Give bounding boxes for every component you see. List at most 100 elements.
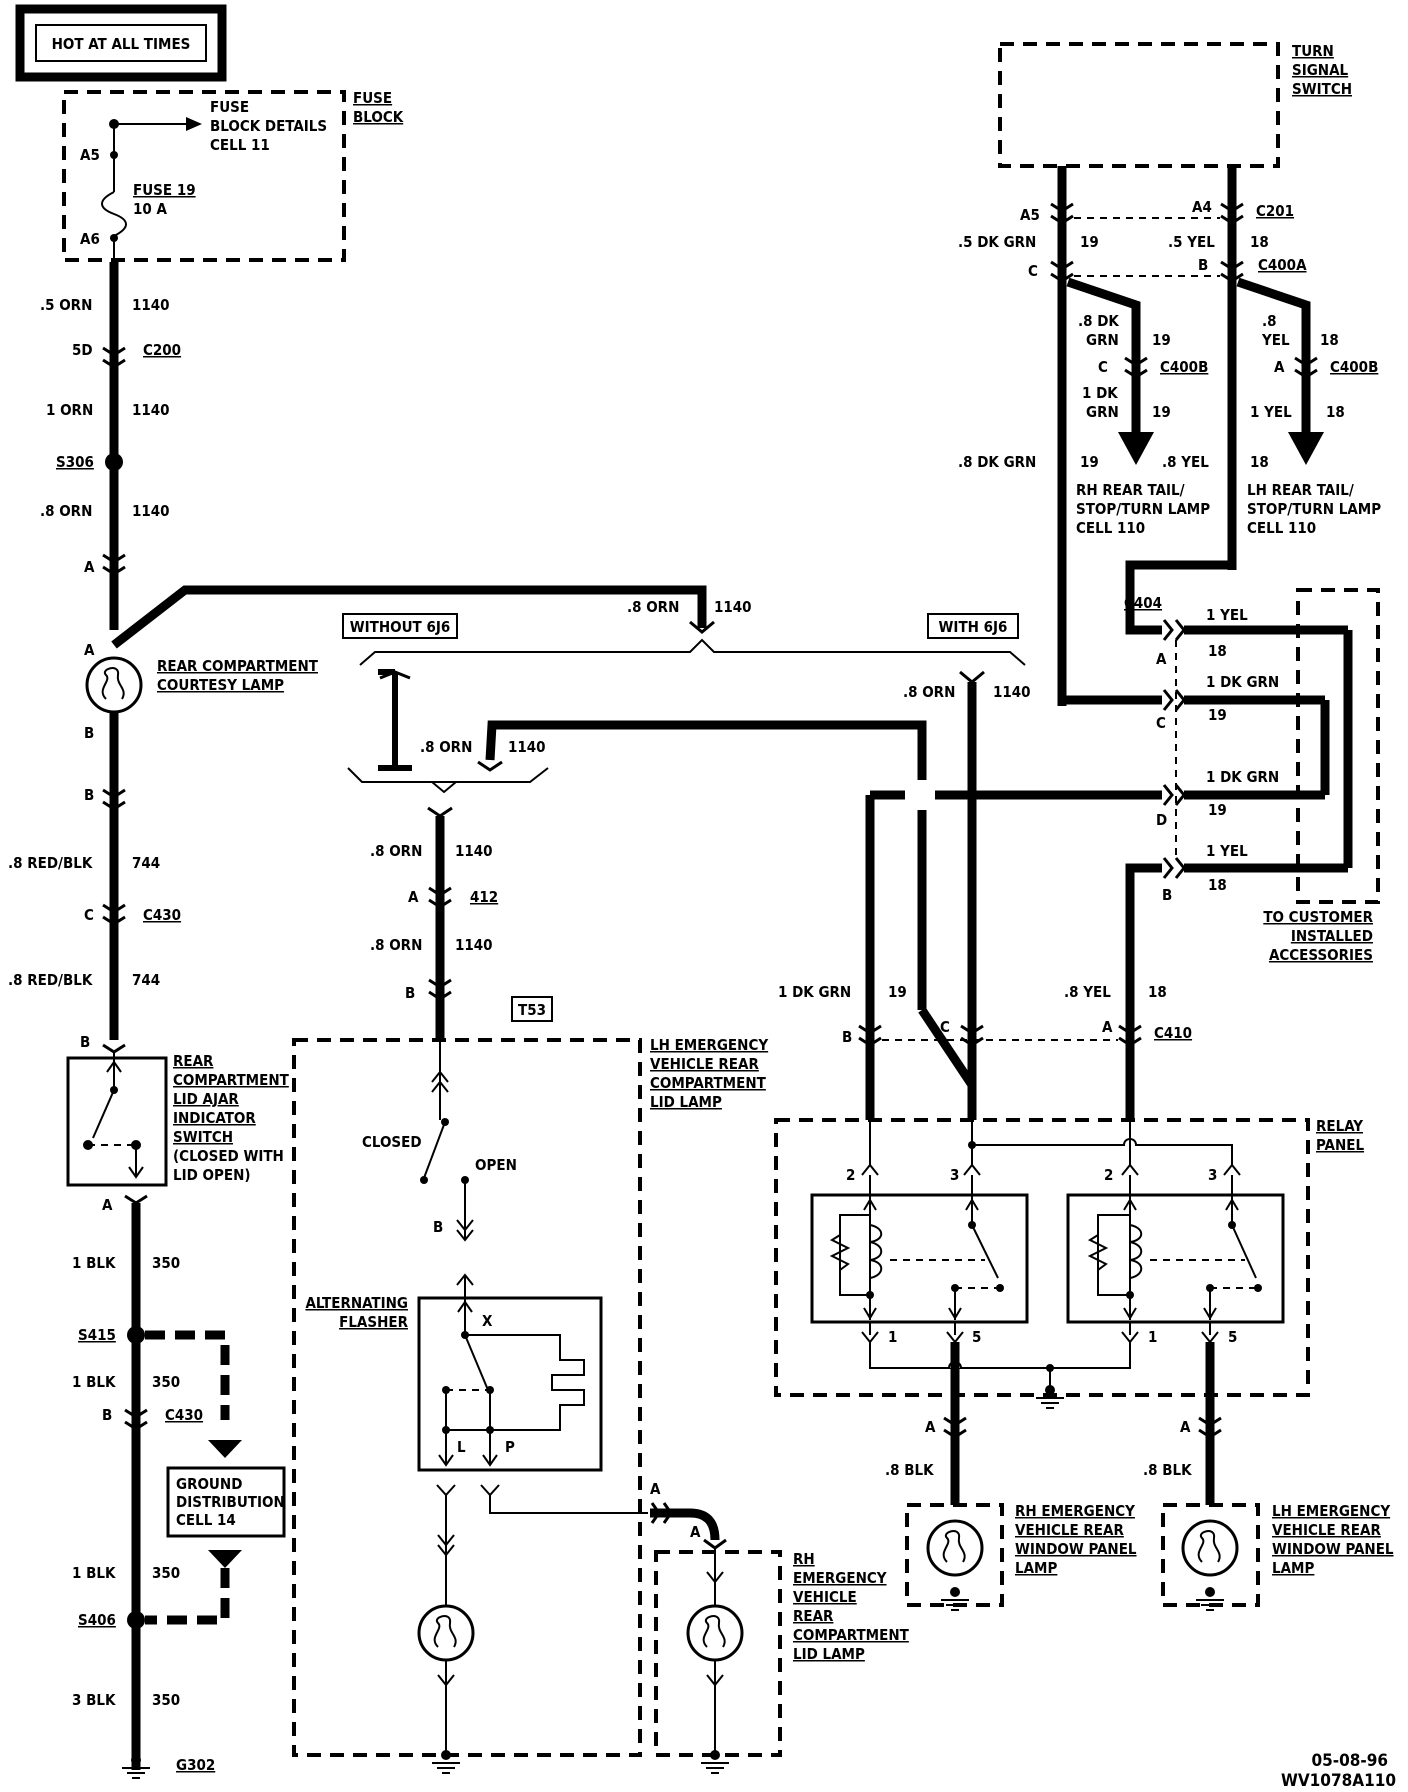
svg-text:C: C: [1098, 358, 1108, 376]
svg-text:1 BLK: 1 BLK: [72, 1373, 116, 1391]
svg-text:ACCESSORIES: ACCESSORIES: [1269, 946, 1373, 964]
svg-text:1 DK GRN: 1 DK GRN: [1206, 673, 1279, 691]
svg-text:X: X: [482, 1312, 493, 1330]
svg-text:350: 350: [152, 1254, 180, 1272]
svg-text:2: 2: [1104, 1166, 1113, 1184]
svg-text:C: C: [1156, 714, 1166, 732]
svg-text:5D: 5D: [72, 341, 93, 359]
svg-text:ALTERNATING: ALTERNATING: [305, 1294, 408, 1312]
svg-text:VEHICLE REAR: VEHICLE REAR: [1272, 1521, 1381, 1539]
svg-text:REAR: REAR: [173, 1052, 214, 1070]
svg-text:1 DK GRN: 1 DK GRN: [1206, 768, 1279, 786]
svg-text:OPEN: OPEN: [475, 1156, 517, 1174]
svg-text:19: 19: [1152, 403, 1171, 421]
svg-text:C400B: C400B: [1330, 358, 1378, 376]
svg-text:SWITCH: SWITCH: [173, 1128, 233, 1146]
svg-text:1 DK: 1 DK: [1082, 384, 1118, 402]
svg-text:1 ORN: 1 ORN: [46, 401, 93, 419]
svg-text:18: 18: [1208, 876, 1227, 894]
svg-text:INDICATOR: INDICATOR: [173, 1109, 256, 1127]
svg-text:A6: A6: [80, 230, 100, 248]
svg-text:WINDOW PANEL: WINDOW PANEL: [1015, 1540, 1137, 1558]
svg-text:19: 19: [1080, 453, 1099, 471]
svg-text:1140: 1140: [132, 401, 170, 419]
svg-text:5: 5: [972, 1328, 981, 1346]
svg-text:COURTESY LAMP: COURTESY LAMP: [157, 676, 284, 694]
fuse-icon: [101, 191, 127, 237]
svg-text:1140: 1140: [714, 598, 752, 616]
svg-text:C201: C201: [1256, 202, 1294, 220]
svg-text:EMERGENCY: EMERGENCY: [793, 1569, 887, 1587]
svg-text:S415: S415: [78, 1326, 116, 1344]
svg-text:INSTALLED: INSTALLED: [1291, 927, 1373, 945]
svg-text:FLASHER: FLASHER: [339, 1313, 408, 1331]
svg-text:350: 350: [152, 1691, 180, 1709]
svg-text:19: 19: [888, 983, 907, 1001]
left-circuit: .5 ORN 1140 5D C200 1 ORN 1140 S306 .8 O…: [8, 262, 707, 1779]
svg-text:SWITCH: SWITCH: [1292, 80, 1352, 98]
arrow-right-icon: [186, 117, 202, 131]
svg-text:350: 350: [152, 1373, 180, 1391]
svg-text:C400A: C400A: [1258, 256, 1307, 274]
svg-text:1140: 1140: [132, 502, 170, 520]
svg-text:.8 ORN: .8 ORN: [40, 502, 92, 520]
middle-circuit: .8 ORN 1140 WITHOUT 6J6 WITH 6J6 .8 ORN …: [292, 598, 1031, 1774]
svg-text:1: 1: [1148, 1328, 1157, 1346]
svg-text:18: 18: [1208, 642, 1227, 660]
svg-text:5: 5: [1228, 1328, 1237, 1346]
svg-text:A: A: [84, 641, 95, 659]
svg-text:C404: C404: [1124, 594, 1162, 612]
svg-text:19: 19: [1080, 233, 1099, 251]
svg-text:BLOCK DETAILS: BLOCK DETAILS: [210, 117, 327, 135]
svg-text:A5: A5: [1020, 206, 1040, 224]
arrow-down-icon: [1118, 432, 1154, 465]
window-panel-lamps: A .8 BLK RH EMERGENCY VEHICLE REAR WINDO…: [885, 1416, 1394, 1611]
svg-text:CELL 14: CELL 14: [176, 1511, 236, 1529]
svg-text:.8 YEL: .8 YEL: [1064, 983, 1111, 1001]
svg-text:A: A: [1156, 650, 1167, 668]
svg-text:WITH 6J6: WITH 6J6: [939, 618, 1008, 636]
svg-text:1140: 1140: [132, 296, 170, 314]
svg-text:C: C: [1028, 262, 1038, 280]
svg-text:FUSE 19: FUSE 19: [133, 181, 196, 199]
arrow-down-icon: [1288, 432, 1324, 465]
svg-text:1140: 1140: [455, 936, 493, 954]
svg-text:DISTRIBUTION: DISTRIBUTION: [176, 1493, 285, 1511]
svg-text:RH REAR TAIL/: RH REAR TAIL/: [1076, 481, 1185, 499]
svg-text:3 BLK: 3 BLK: [72, 1691, 116, 1709]
svg-text:C200: C200: [143, 341, 181, 359]
svg-text:1 YEL: 1 YEL: [1206, 606, 1248, 624]
svg-text:CELL 110: CELL 110: [1247, 519, 1316, 537]
svg-text:18: 18: [1326, 403, 1345, 421]
svg-text:GRN: GRN: [1086, 331, 1119, 349]
svg-text:A5: A5: [80, 146, 100, 164]
svg-text:B: B: [1198, 256, 1208, 274]
diagram-code: WV1078A110: [1281, 1771, 1396, 1791]
svg-text:.8 DK GRN: .8 DK GRN: [958, 453, 1036, 471]
svg-text:RELAY: RELAY: [1316, 1117, 1363, 1135]
svg-text:WINDOW PANEL: WINDOW PANEL: [1272, 1540, 1394, 1558]
svg-text:REAR: REAR: [793, 1607, 834, 1625]
svg-text:2: 2: [846, 1166, 855, 1184]
svg-text:S306: S306: [56, 453, 94, 471]
svg-text:C430: C430: [165, 1406, 203, 1424]
svg-text:.8 RED/BLK: .8 RED/BLK: [8, 971, 93, 989]
turn-signal-section: TURN SIGNAL SWITCH A5 A4 C201 .5 DK GRN …: [778, 42, 1381, 1120]
svg-text:744: 744: [132, 854, 160, 872]
svg-text:3: 3: [1208, 1166, 1217, 1184]
svg-text:C: C: [940, 1018, 950, 1036]
svg-text:FUSE: FUSE: [210, 98, 249, 116]
svg-text:A: A: [650, 1480, 661, 1498]
svg-text:LAMP: LAMP: [1272, 1559, 1314, 1577]
svg-text:VEHICLE: VEHICLE: [793, 1588, 857, 1606]
svg-text:B: B: [405, 984, 415, 1002]
svg-text:LH EMERGENCY: LH EMERGENCY: [650, 1036, 768, 1054]
svg-text:744: 744: [132, 971, 160, 989]
svg-text:18: 18: [1320, 331, 1339, 349]
svg-text:19: 19: [1152, 331, 1171, 349]
svg-text:.8 BLK: .8 BLK: [1143, 1461, 1192, 1479]
svg-text:18: 18: [1250, 233, 1269, 251]
svg-text:LID AJAR: LID AJAR: [173, 1090, 239, 1108]
svg-text:1 BLK: 1 BLK: [72, 1254, 116, 1272]
